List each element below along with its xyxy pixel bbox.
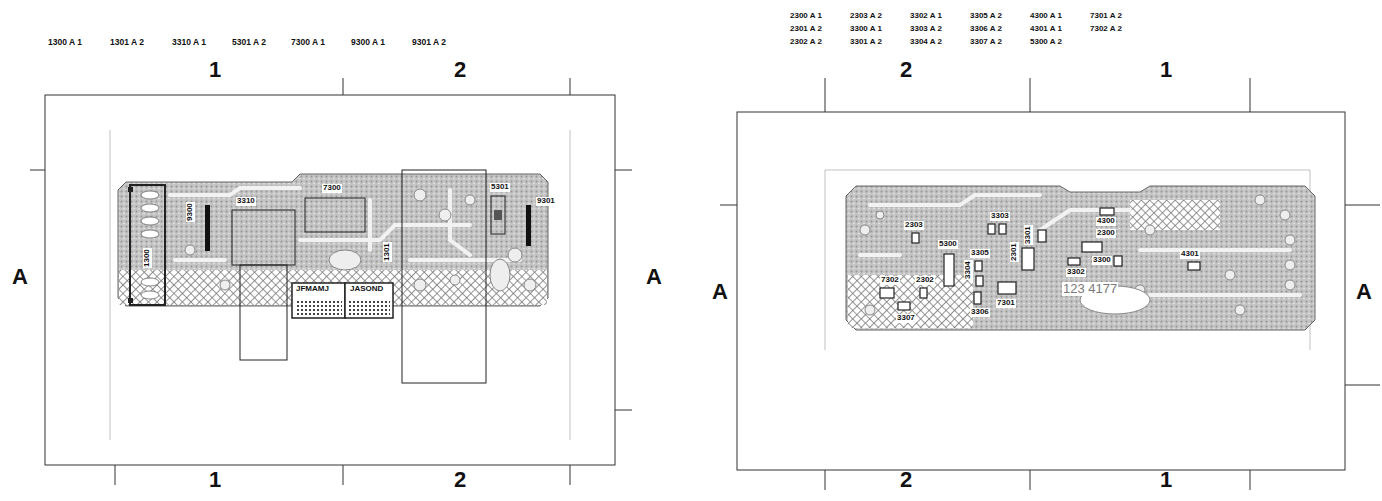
component-label: 1301 [383, 242, 392, 262]
component-label: 3307 [896, 314, 916, 323]
reference-table-cell: 2300 A 1 [790, 12, 822, 21]
component-label: 5300 [938, 240, 958, 249]
grid-label: 1 [209, 468, 221, 492]
component-label: 4300 [1096, 217, 1116, 226]
reference-table-cell: 7301 A 2 [1090, 12, 1122, 21]
reference-table-cell: 2301 A 2 [790, 25, 822, 34]
component-label: 7302 [880, 276, 900, 285]
grid-label: 2 [900, 58, 912, 82]
component-label: 9301 [536, 197, 556, 206]
reference-table-cell: 3307 A 2 [970, 38, 1002, 47]
reference-table-cell: 3305 A 2 [970, 12, 1002, 21]
reference-table-cell: 3302 A 1 [910, 12, 942, 21]
reference-table-cell: 1301 A 2 [110, 38, 144, 47]
component-label: 2302 [915, 276, 935, 285]
component-label: 1300 [143, 248, 152, 268]
reference-table-cell: 3301 A 2 [850, 38, 882, 47]
component-label: 3302 [1066, 268, 1086, 277]
grid-label: 1 [1160, 468, 1172, 492]
reference-table-cell: 3306 A 2 [970, 25, 1002, 34]
component-label: 7301 [996, 299, 1016, 308]
grid-label: A [1356, 280, 1372, 304]
grid-label: 2 [454, 58, 466, 82]
component-label: 4301 [1180, 250, 1200, 259]
left-panel [30, 78, 632, 485]
grid-label: 1 [209, 58, 221, 82]
grid-label: 2 [454, 468, 466, 492]
date-code: JFMAMJ [295, 285, 330, 294]
reference-table-cell: 1300 A 1 [48, 38, 82, 47]
component-label: 2301 [1010, 242, 1019, 262]
grid-label: A [646, 265, 662, 289]
component-label: 9300 [186, 202, 195, 222]
component-label: 3300 [1092, 256, 1112, 265]
reference-table-cell: 3310 A 1 [172, 38, 206, 47]
right-panel [720, 78, 1380, 490]
grid-label: 1 [1160, 58, 1172, 82]
component-label: 7300 [322, 184, 342, 193]
reference-table-cell: 2303 A 2 [850, 12, 882, 21]
reference-table-cell: 4301 A 1 [1030, 25, 1062, 34]
reference-table-cell: 5301 A 2 [232, 38, 266, 47]
reference-table-cell: 5300 A 2 [1030, 38, 1062, 47]
grid-label: A [712, 280, 728, 304]
grid-label: 2 [900, 468, 912, 492]
component-label: 3305 [970, 249, 990, 258]
component-label: 2303 [904, 221, 924, 230]
component-label: 3304 [964, 260, 973, 280]
reference-table-cell: 2302 A 2 [790, 38, 822, 47]
component-label: 3310 [236, 197, 256, 206]
component-label: 3301 [1024, 225, 1033, 245]
reference-table-cell: 3300 A 1 [850, 25, 882, 34]
grid-label: A [12, 265, 28, 289]
component-label: 2300 [1096, 229, 1116, 238]
component-label: 3306 [970, 308, 990, 317]
component-label: 5301 [490, 183, 510, 192]
reference-table-cell: 7302 A 2 [1090, 25, 1122, 34]
component-label: 3303 [990, 212, 1010, 221]
reference-table-cell: 3304 A 2 [910, 38, 942, 47]
reference-table-cell: 4300 A 1 [1030, 12, 1062, 21]
date-code: JASOND [349, 285, 384, 294]
board-number: 123 4177 [1062, 282, 1118, 296]
reference-table-cell: 9300 A 1 [351, 38, 385, 47]
reference-table-cell: 9301 A 2 [412, 38, 446, 47]
reference-table-cell: 3303 A 2 [910, 25, 942, 34]
reference-table-cell: 7300 A 1 [291, 38, 325, 47]
